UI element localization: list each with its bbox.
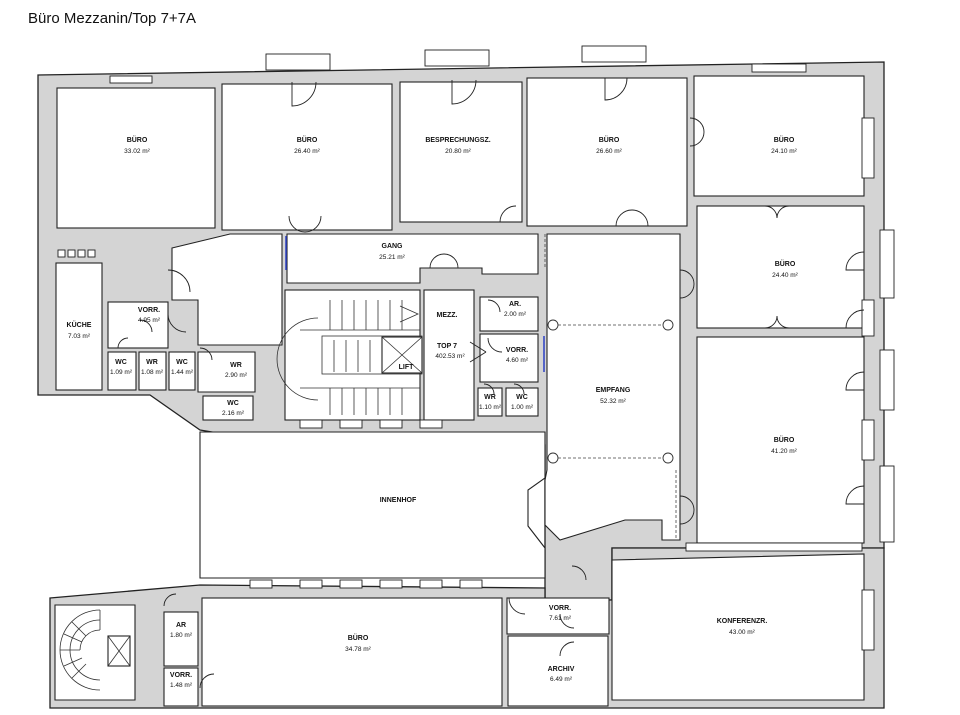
kitchen-stove <box>57 249 96 258</box>
label-gang: GANG <box>382 243 404 250</box>
area-vorr-4: 7.61 m² <box>549 615 572 622</box>
room-buero-6 <box>696 336 865 544</box>
room-buero-5 <box>696 205 865 329</box>
area-konferenz: 43.00 m² <box>729 629 755 636</box>
label-vorr-4: VORR. <box>549 605 571 612</box>
room-wc-4 <box>505 387 539 417</box>
room-konferenz <box>611 553 865 701</box>
page-title: Büro Mezzanin/Top 7+7A <box>28 10 197 27</box>
windows <box>109 45 895 651</box>
room-wc-1 <box>107 351 137 391</box>
area-archiv: 6.49 m² <box>550 676 573 683</box>
area-vorr-3: 1.48 m² <box>170 682 193 689</box>
room-buero-4 <box>693 75 865 197</box>
area-buero-7: 34.78 m² <box>345 646 371 653</box>
label-buero-7: BÜRO <box>348 633 369 642</box>
area-empfang: 52.32 m² <box>600 398 626 405</box>
label-kueche: KÜCHE <box>67 320 92 329</box>
label-archiv: ARCHIV <box>548 666 575 673</box>
label-buero-3: BÜRO <box>599 135 620 144</box>
area-vorr-2: 4.60 m² <box>506 357 529 364</box>
label-ar-1: AR. <box>509 301 521 308</box>
area-buero-4: 24.10 m² <box>771 148 797 155</box>
spiral-stair <box>54 604 136 701</box>
area-buero-2: 26.40 m² <box>294 148 320 155</box>
label-empfang: EMPFANG <box>596 387 631 394</box>
area-buero-3: 26.60 m² <box>596 148 622 155</box>
lift-shaft <box>381 336 423 374</box>
area-vorr-1: 4.95 m² <box>138 317 161 324</box>
label-besprechung: BESPRECHUNGSZ. <box>425 137 490 144</box>
label-mezz: MEZZ. <box>437 312 458 319</box>
label-wr-3: WR <box>484 394 496 401</box>
label-buero-2: BÜRO <box>297 135 318 144</box>
room-buero-3 <box>526 77 688 227</box>
label-wc-2: WC <box>176 359 188 366</box>
area-gang: 25.21 m² <box>379 254 405 261</box>
room-vorr-3 <box>163 667 199 707</box>
area-wr-2: 2.90 m² <box>225 372 248 379</box>
room-ar-2 <box>163 611 199 667</box>
room-vorr-1 <box>107 301 169 349</box>
room-mezz <box>423 289 475 421</box>
room-buero-2 <box>221 83 393 231</box>
label-wc-4: WC <box>516 394 528 401</box>
label-wc-3: WC <box>227 400 239 407</box>
room-kueche <box>55 262 103 391</box>
room-empfang <box>544 233 681 541</box>
room-wr-2 <box>197 351 256 393</box>
label-innenhof: INNENHOF <box>380 497 417 504</box>
label-buero-5: BÜRO <box>775 259 796 268</box>
innenhof-area <box>199 431 546 579</box>
label-wc-1: WC <box>115 359 127 366</box>
area-buero-5: 24.40 m² <box>772 272 798 279</box>
doors <box>117 77 865 689</box>
area-top7: 402.53 m² <box>435 353 465 360</box>
label-ar-2: AR <box>176 622 186 629</box>
area-buero-6: 41.20 m² <box>771 448 797 455</box>
area-ar-1: 2.00 m² <box>504 311 527 318</box>
room-vorr-2 <box>479 333 539 383</box>
label-vorr-3: VORR. <box>170 672 192 679</box>
label-buero-6: BÜRO <box>774 435 795 444</box>
room-wr-3 <box>477 387 503 417</box>
area-wr-1: 1.08 m² <box>141 369 164 376</box>
area-besprechung: 20.80 m² <box>445 148 471 155</box>
label-top7: TOP 7 <box>437 343 457 350</box>
area-buero-1: 33.02 m² <box>124 148 150 155</box>
empfang-columns <box>544 234 677 540</box>
label-buero-1: BÜRO <box>127 135 148 144</box>
room-wr-1 <box>138 351 167 391</box>
label-vorr-2: VORR. <box>506 347 528 354</box>
area-wc-1: 1.09 m² <box>110 369 133 376</box>
area-ar-2: 1.80 m² <box>170 632 193 639</box>
label-wr-2: WR <box>230 362 242 369</box>
label-lift: LIFT <box>399 364 414 371</box>
area-wc-3: 2.16 m² <box>222 410 245 417</box>
room-wc-2 <box>168 351 196 391</box>
room-ar-1 <box>479 296 539 332</box>
room-archiv <box>507 635 609 707</box>
area-wc-2: 1.44 m² <box>171 369 194 376</box>
label-vorr-1: VORR. <box>138 307 160 314</box>
area-wc-4: 1.00 m² <box>511 404 534 411</box>
room-wc-3 <box>202 395 254 421</box>
room-vorr-4 <box>506 597 610 635</box>
room-besprechung <box>399 81 523 223</box>
room-corridor-left <box>171 233 283 346</box>
room-buero-1 <box>56 87 216 229</box>
label-buero-4: BÜRO <box>774 135 795 144</box>
room-gang <box>286 233 539 284</box>
area-kueche: 7.03 m² <box>68 333 91 340</box>
area-wr-3: 1.10 m² <box>479 404 502 411</box>
label-konferenz: KONFERENZR. <box>717 618 768 625</box>
label-wr-1: WR <box>146 359 158 366</box>
room-buero-7 <box>201 597 503 707</box>
